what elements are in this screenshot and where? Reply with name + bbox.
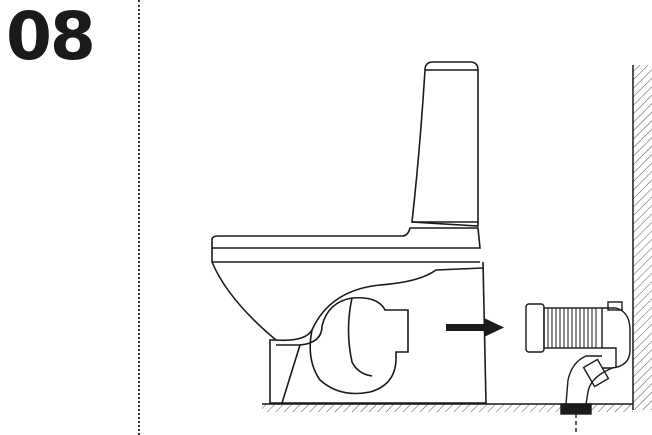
wall	[632, 65, 652, 410]
toilet-bowl	[211, 227, 487, 404]
step-number: 08	[6, 0, 96, 75]
direction-arrow	[446, 318, 504, 337]
cistern	[411, 61, 479, 227]
dotted-divider	[138, 0, 140, 435]
drain-pipe	[560, 355, 613, 435]
flexible-connector	[525, 301, 631, 369]
